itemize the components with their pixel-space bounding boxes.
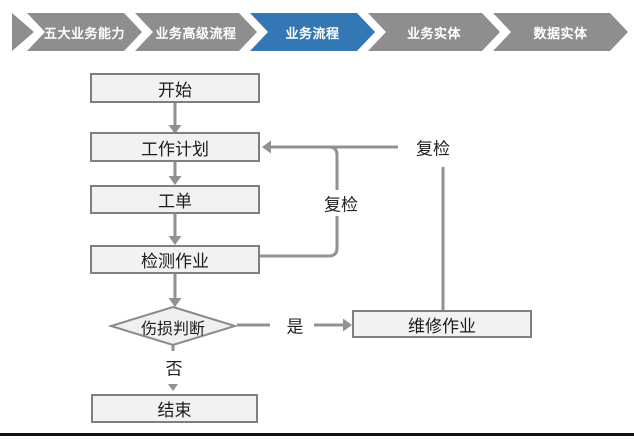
breadcrumb-step-business-process-active[interactable]: 业务流程 [250,13,375,51]
flow-node-damage-decision-label: 伤损判断 [140,321,206,338]
breadcrumb-step-label: 数据实体 [533,25,588,41]
edge-label-recheck-outer: 复检 [414,134,452,160]
flow-node-label: 检测作业 [141,252,209,271]
flow-node-repair-job: 维修作业 [352,310,532,338]
breadcrumb-step-five-capabilities[interactable]: 五大业务能力 [27,13,142,51]
breadcrumb-step-label: 业务高级流程 [155,25,237,41]
flow-node-label: 开始 [158,80,192,100]
edge-label-yes: 是 [284,312,306,338]
flow-node-start: 开始 [90,73,260,103]
flow-node-label: 工作计划 [141,139,209,159]
breadcrumb-step-data-entity[interactable]: 数据实体 [493,13,628,51]
flow-node-end: 结束 [91,394,258,423]
flow-node-work-plan: 工作计划 [90,132,260,162]
breadcrumb-step-business-entity[interactable]: 业务实体 [368,13,500,51]
flow-node-inspection-job: 检测作业 [90,245,260,274]
breadcrumb-step-high-level-process[interactable]: 业务高级流程 [135,13,257,51]
breadcrumb-step-label: 业务流程 [285,25,340,41]
edge-label-no: 否 [163,354,185,380]
flow-node-label: 维修作业 [408,316,476,336]
breadcrumb-step-label: 业务实体 [406,25,461,41]
flow-node-label: 工单 [158,192,192,211]
edge-label-recheck-inner: 复检 [322,190,360,216]
flow-node-work-order: 工单 [90,185,260,214]
breadcrumb-step-label: 五大业务能力 [43,25,125,41]
bottom-divider [0,433,634,436]
flow-node-label: 结束 [157,401,192,420]
decision-diamond-shape [107,305,239,347]
